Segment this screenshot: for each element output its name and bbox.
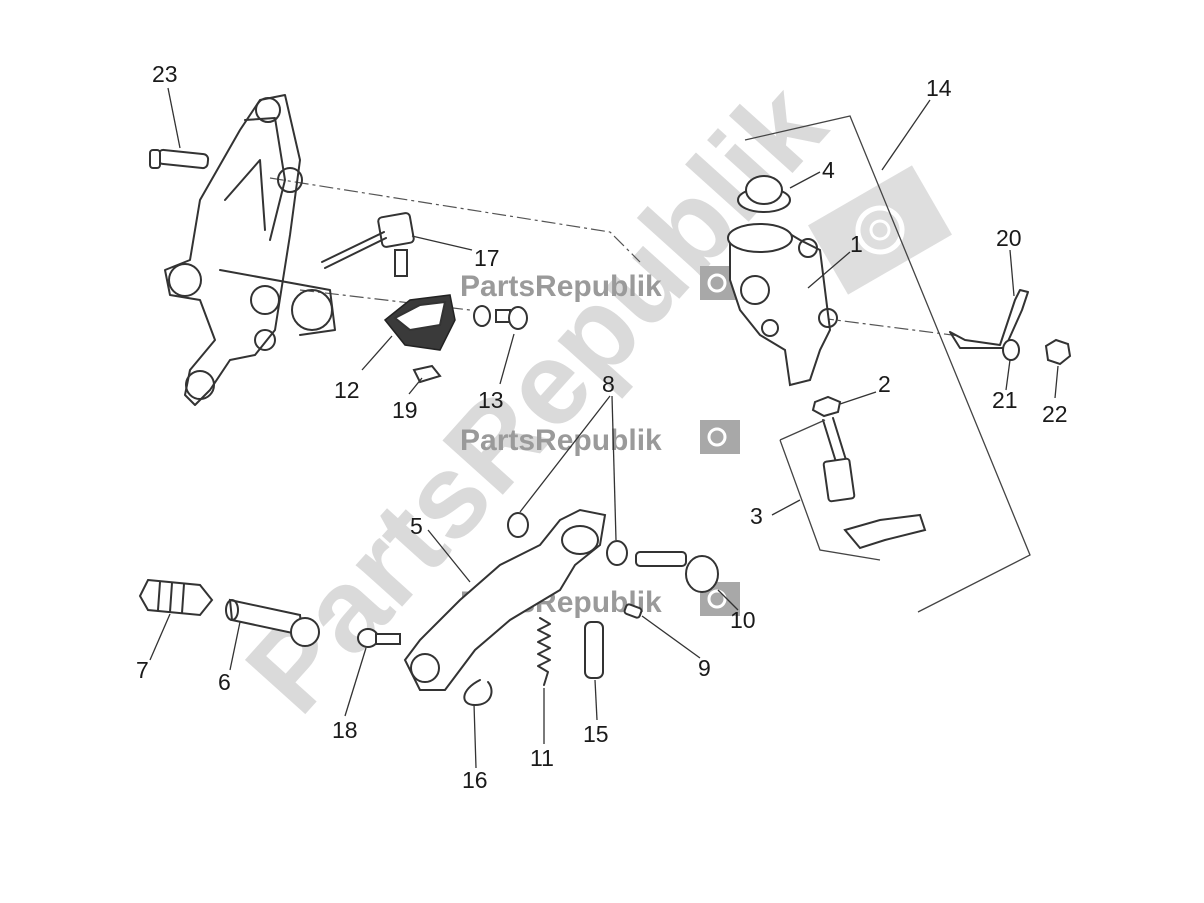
callout-15: 15	[583, 721, 609, 747]
part-10-pivot-bolt	[635, 551, 719, 593]
gear-flag-icon	[700, 420, 740, 454]
part-21-washer	[1002, 339, 1020, 361]
part-4-reservoir-cap	[737, 175, 791, 213]
group-14-frame	[744, 115, 1031, 613]
part-9-bolt	[623, 603, 643, 619]
part-8-o-ring-left	[507, 512, 529, 538]
leader-lines	[149, 87, 1059, 769]
callout-16: 16	[462, 767, 488, 793]
watermark-small-2: PartsRepublik	[460, 420, 740, 457]
assembly-line-upper	[269, 177, 641, 263]
callout-6: 6	[218, 669, 231, 695]
part-23-pin	[149, 148, 210, 170]
callout-1: 1	[850, 231, 863, 257]
assembly-line-right	[819, 317, 961, 337]
assembly-line-middle	[299, 289, 471, 311]
callout-23: 23	[152, 61, 178, 87]
part-6-pedal-peg	[225, 598, 320, 647]
callout-labels: 23 17 12 19 13 14 4 1 2 3 20 21 22 8 5 7…	[136, 61, 1068, 793]
part-7-pedal-rubber	[138, 578, 214, 617]
part-22-nut	[1044, 338, 1072, 366]
callout-22: 22	[1042, 401, 1068, 427]
callout-2: 2	[878, 371, 891, 397]
part-3-push-rod	[822, 417, 927, 550]
callout-21: 21	[992, 387, 1018, 413]
callout-8: 8	[602, 371, 615, 397]
part-17-switch	[321, 212, 415, 277]
callout-5: 5	[410, 513, 423, 539]
callout-10: 10	[730, 607, 756, 633]
part-18-screw	[357, 628, 401, 648]
part-13-screw	[473, 305, 528, 330]
callout-12: 12	[334, 377, 360, 403]
callout-13: 13	[478, 387, 504, 413]
part-20-spring-clip	[949, 289, 1029, 349]
callout-18: 18	[332, 717, 358, 743]
callout-9: 9	[698, 655, 711, 681]
part-11-spring	[537, 617, 551, 686]
callout-17: 17	[474, 245, 500, 271]
part-16-circlip	[463, 679, 493, 706]
callout-3: 3	[750, 503, 763, 529]
part-3-frame	[779, 419, 881, 561]
callout-7: 7	[136, 657, 149, 683]
footrest-bracket	[164, 94, 336, 406]
watermark-gear-flag-big-icon	[808, 165, 952, 295]
callout-4: 4	[822, 157, 835, 183]
callout-11: 11	[530, 745, 554, 771]
callout-20: 20	[996, 225, 1022, 251]
part-19-tab-washer	[412, 364, 442, 384]
part-2-nut	[811, 395, 842, 418]
part-12-bracket	[383, 294, 456, 351]
part-8-o-ring-right	[606, 540, 628, 566]
watermark-small-1-text: PartsRepublik	[460, 270, 662, 303]
callout-19: 19	[392, 397, 418, 423]
watermark-small-2-text: PartsRepublik	[460, 424, 662, 457]
part-15-pin	[584, 621, 604, 679]
callout-14: 14	[926, 75, 952, 101]
part-1-master-cylinder	[727, 223, 838, 387]
part-5-brake-pedal	[403, 508, 607, 691]
